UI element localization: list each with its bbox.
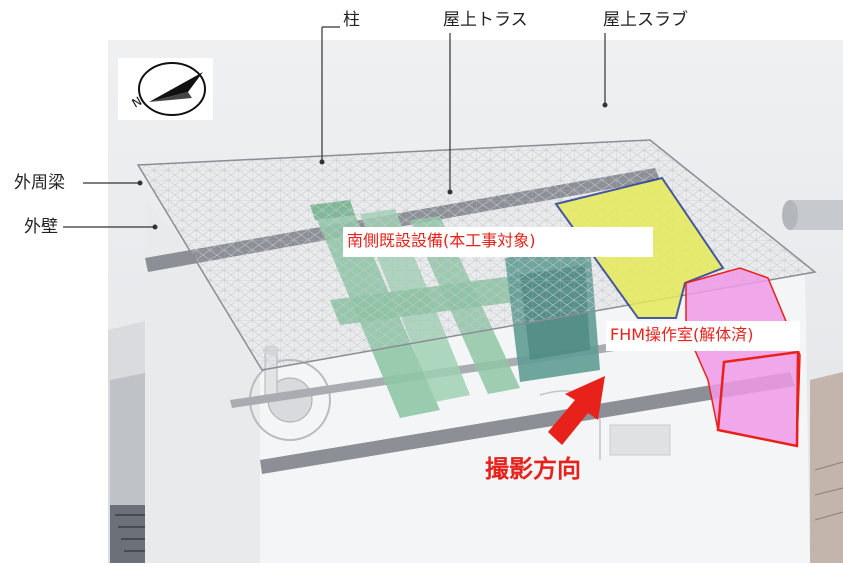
right-pipe (790, 200, 843, 230)
floor-hatch (609, 424, 671, 456)
fhm-room-label: FHM操作室(解体済) (606, 321, 800, 351)
right-pipe-end (782, 200, 798, 230)
shooting-direction-label: 撮影方向 (485, 455, 581, 483)
roof-outline (136, 139, 817, 371)
compass-icon: N (118, 58, 213, 120)
column-dot (319, 159, 325, 165)
roof-truss-label: 屋上トラス (443, 10, 528, 30)
right-ground-lines (814, 461, 843, 521)
outer-wall-label: 外壁 (24, 217, 58, 237)
red-direction-arrow-icon (548, 376, 605, 445)
column-label: 柱 (343, 10, 360, 30)
outer-beam-label: 外周梁 (14, 173, 65, 193)
right-ground (810, 372, 843, 563)
fhm-room-area (686, 268, 800, 446)
truss-dot (447, 189, 453, 195)
outer-wall-dot (152, 224, 158, 230)
outer-beam-dot (137, 180, 143, 186)
building-left-wall (145, 200, 260, 563)
slab-dot (602, 102, 608, 108)
roof-slab-label: 屋上スラブ (603, 10, 688, 30)
south-equipment-label: 南側既設設備(本工事対象) (343, 227, 653, 257)
beam-lower (260, 372, 795, 474)
